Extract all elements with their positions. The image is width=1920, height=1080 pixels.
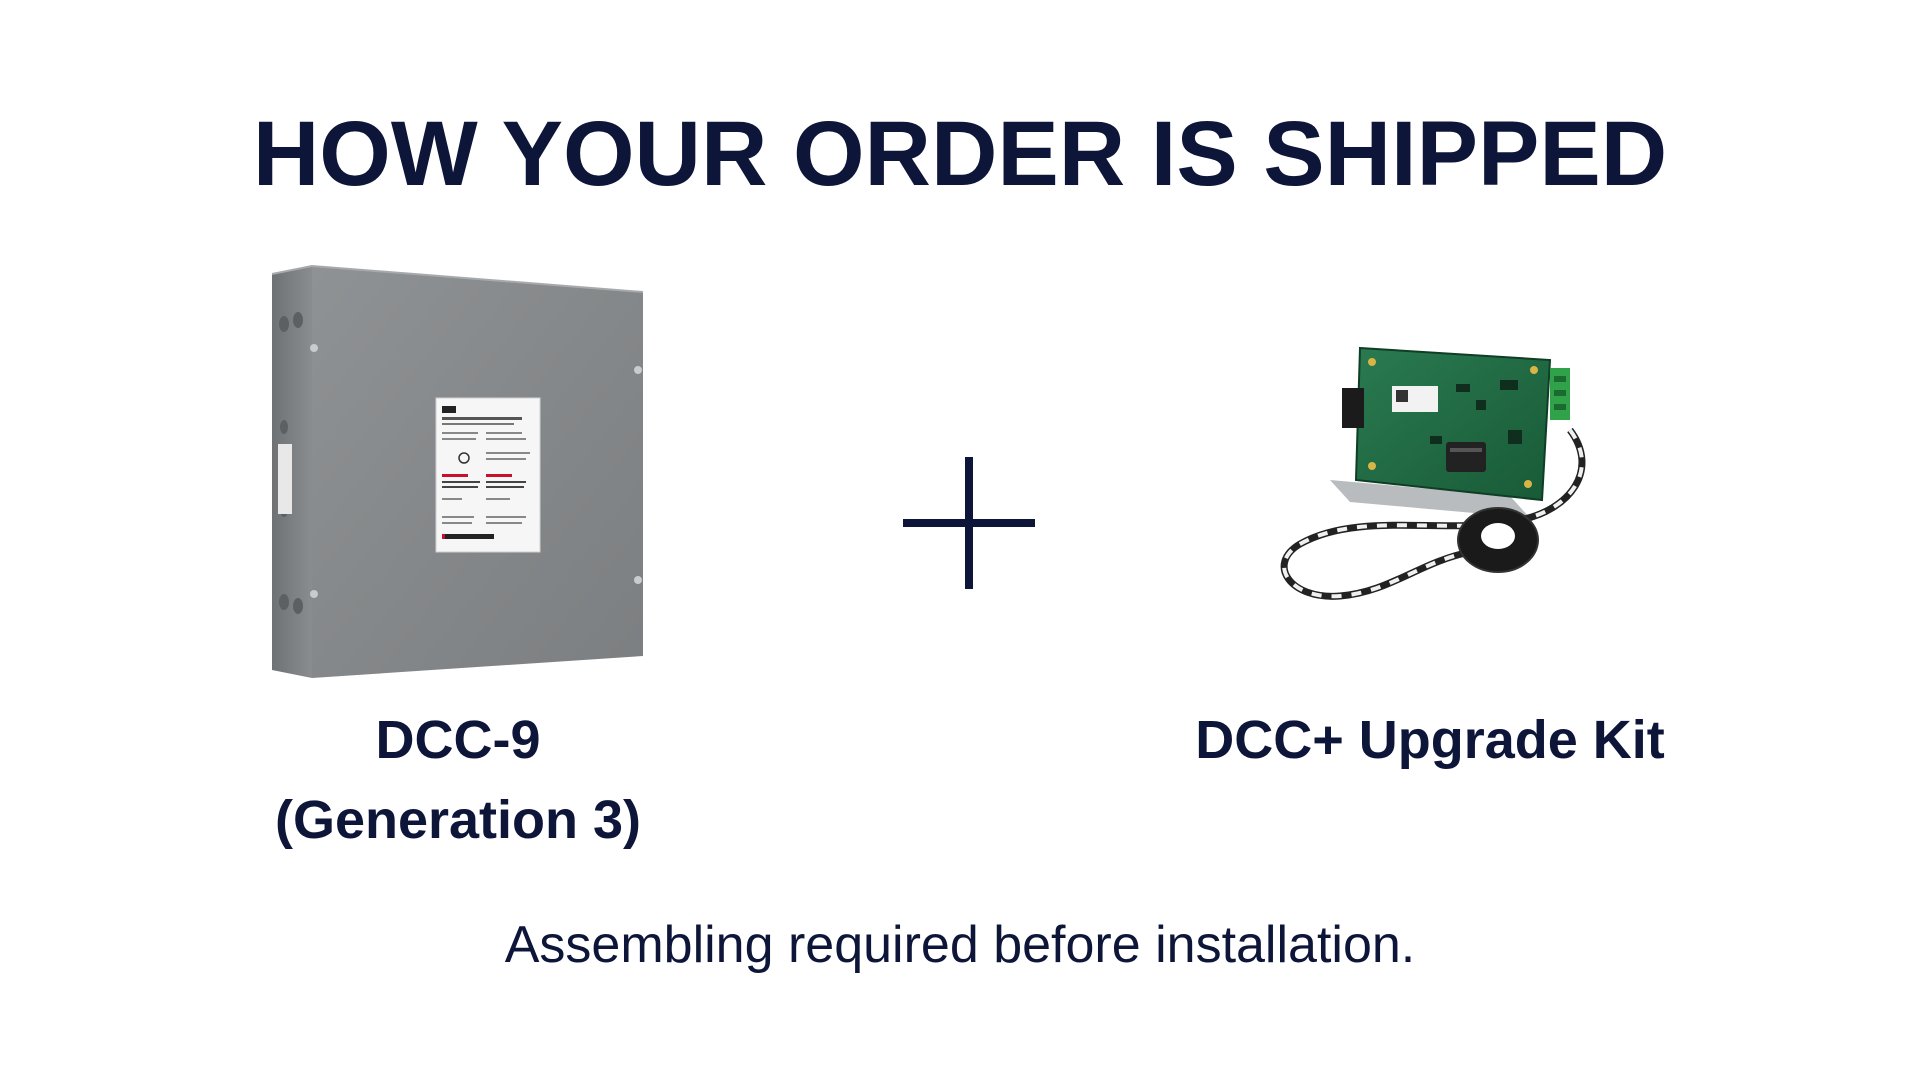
plus-icon [903,457,1035,589]
dcc-9-caption: DCC-9 (Generation 3) [208,700,708,860]
dcc-9-name: DCC-9 [375,710,541,770]
page-title: HOW YOUR ORDER IS SHIPPED [252,103,1668,205]
plus-vertical-stroke [965,457,973,589]
dcc-9-generation: (Generation 3) [274,790,642,850]
upgrade-kit-name: DCC+ Upgrade Kit [1195,710,1665,770]
assembly-note: Assembling required before installation. [504,916,1416,974]
dcc-9-enclosure-image [271,264,644,678]
dcc-plus-upgrade-kit-image [1280,346,1586,600]
upgrade-kit-caption: DCC+ Upgrade Kit [1130,700,1730,780]
